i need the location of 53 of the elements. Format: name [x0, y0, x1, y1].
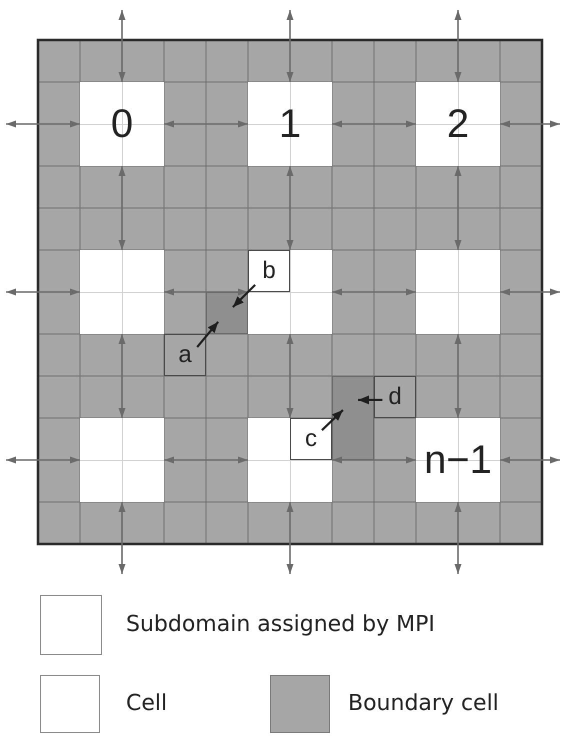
double-arrow — [500, 288, 560, 296]
double-arrow — [118, 166, 126, 250]
double-arrow — [500, 120, 560, 128]
legend-label: Subdomain assigned by MPI — [126, 612, 435, 638]
double-arrow — [332, 456, 416, 464]
double-arrow — [286, 334, 294, 418]
outlined-cell — [248, 250, 290, 292]
double-arrow — [500, 456, 560, 464]
double-arrow — [118, 334, 126, 418]
double-arrow — [6, 120, 80, 128]
double-arrow — [164, 288, 248, 296]
double-arrow — [454, 10, 462, 82]
double-arrow — [286, 10, 294, 82]
double-arrow — [118, 502, 126, 574]
subdomain-block — [248, 418, 332, 502]
outlined-cell — [290, 418, 332, 460]
double-arrow — [286, 166, 294, 250]
shaded-cell — [332, 376, 374, 460]
outlined-boundary-cell — [374, 376, 416, 418]
double-arrow — [454, 166, 462, 250]
subdomain-block — [416, 250, 500, 334]
legend-label: Cell — [126, 691, 168, 717]
subdomain-number: 1 — [278, 104, 302, 144]
subdomain-block — [80, 82, 164, 166]
subdomain-number: n−1 — [424, 440, 492, 480]
double-arrow — [286, 502, 294, 574]
subdomain-number: 0 — [110, 104, 134, 144]
double-arrow — [454, 502, 462, 574]
cell-letter: a — [178, 343, 192, 367]
subdomain-block — [248, 250, 332, 334]
subdomain-block — [416, 418, 500, 502]
subdomain-block — [416, 82, 500, 166]
outlined-boundary-cell — [164, 334, 206, 376]
legend-label: Boundary cell — [348, 691, 499, 717]
double-arrow — [164, 456, 248, 464]
subdomain-block — [248, 82, 332, 166]
cell-letter: c — [305, 427, 317, 451]
double-arrow — [118, 10, 126, 82]
double-arrow — [454, 334, 462, 418]
double-arrow — [332, 288, 416, 296]
double-arrow — [164, 120, 248, 128]
subdomain-block — [80, 250, 164, 334]
pointer-arrow — [358, 395, 382, 404]
pointer-arrow — [321, 409, 344, 431]
subdomain-number: 2 — [446, 104, 470, 144]
cell-letter: d — [388, 385, 402, 409]
pointer-arrow — [232, 284, 256, 308]
pointer-arrow — [196, 321, 220, 348]
subdomain-block — [80, 418, 164, 502]
cell-letter: b — [262, 259, 276, 283]
double-arrow — [332, 120, 416, 128]
double-arrow — [6, 456, 80, 464]
double-arrow — [6, 288, 80, 296]
